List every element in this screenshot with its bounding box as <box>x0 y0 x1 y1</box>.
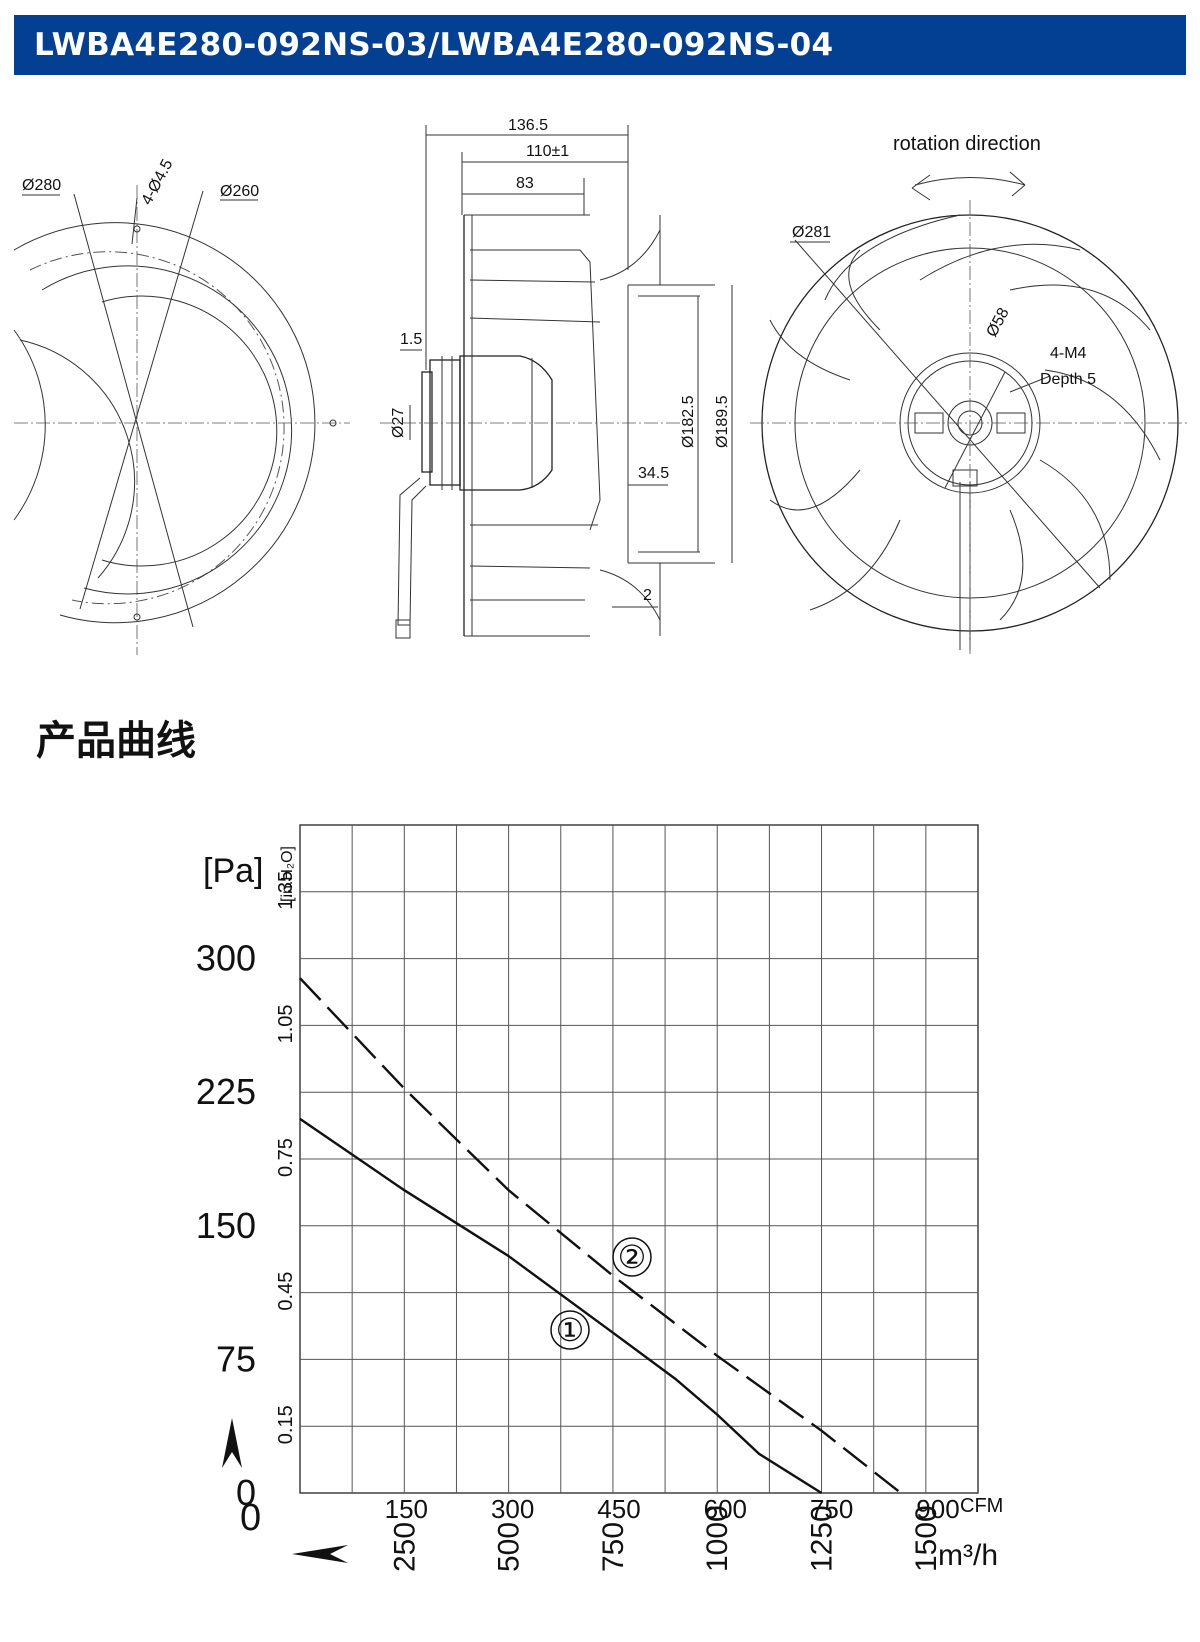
x-tick-label-m3h: 1000 <box>701 1505 734 1572</box>
series-label: ② <box>618 1239 647 1275</box>
series-line-2 <box>299 977 902 1494</box>
model-title: LWBA4E280-092NS-03/LWBA4E280-092NS-04 <box>34 27 834 63</box>
dim-2: 2 <box>643 587 652 604</box>
x-tick-label-cfm: 750 <box>810 1494 853 1524</box>
x-axis-arrow-icon <box>292 1545 348 1563</box>
y-axis-arrow-icon <box>222 1418 242 1468</box>
rotation-arrow-head-icon <box>911 174 931 201</box>
y2-axis-ticks: 1.35 1.05 0.75 0.45 0.15 <box>275 871 297 1444</box>
y2-axis-unit: [in.H₂O] <box>279 846 296 902</box>
rotation-arrow-icon <box>914 171 1026 197</box>
dim-1-5: 1.5 <box>400 331 422 348</box>
y2-tick-label: 0.75 <box>275 1138 297 1177</box>
dim-pitch-dia: Ø260 <box>220 183 259 200</box>
origin-label: 0 <box>240 1497 261 1539</box>
dim-136-5: 136.5 <box>508 117 548 134</box>
y-tick-label: 225 <box>196 1071 256 1112</box>
x-tick-label-cfm: 900 <box>916 1494 959 1524</box>
fan-blades <box>769 214 1161 621</box>
y-tick-label: 300 <box>196 938 256 979</box>
y-tick-label: 75 <box>216 1338 256 1379</box>
y-tick-label: 0 <box>236 1472 256 1513</box>
x-tick-label-m3h: 250 <box>388 1522 421 1572</box>
dim-182-5: Ø182.5 <box>680 395 697 448</box>
dim-fan-dia: Ø281 <box>792 224 831 241</box>
x-tick-label-m3h: 500 <box>493 1522 526 1572</box>
series-label: ① <box>556 1312 585 1348</box>
section-title: 产品曲线 <box>36 718 196 764</box>
dim-34-5: 34.5 <box>638 465 669 482</box>
x-tick-label-m3h: 1250 <box>806 1505 839 1572</box>
x-tick-label-cfm: 150 <box>385 1494 428 1524</box>
x-tick-label-cfm: 450 <box>597 1494 640 1524</box>
x-axis-unit-cfm: CFM <box>960 1495 1003 1517</box>
x-tick-label-cfm: 300 <box>491 1494 534 1524</box>
y2-tick-label: 0.45 <box>275 1272 297 1311</box>
technical-drawing: Ø280 Ø260 4-Ø4.5 136.5 110±1 83 <box>13 117 1190 655</box>
title-banner: LWBA4E280-092NS-03/LWBA4E280-092NS-04 <box>14 15 1186 75</box>
series-line-1 <box>299 1117 823 1495</box>
depth-label: Depth 5 <box>1040 371 1096 388</box>
x-tick-label-m3h: 1500 <box>910 1505 943 1572</box>
y2-tick-label: 1.05 <box>275 1004 297 1043</box>
dim-110: 110±1 <box>526 143 569 160</box>
side-view: 136.5 110±1 83 1.5 Ø27 <box>380 117 733 639</box>
y-tick-label: 150 <box>196 1205 256 1246</box>
y2-tick-label: 0.15 <box>275 1405 297 1444</box>
x-axis-ticks: 150 300 450 600 750 900 250 500 750 1000 1250 1500 0 <box>240 1494 960 1572</box>
dim-189-5: Ø189.5 <box>714 395 731 448</box>
thread-label: 4-M4 <box>1050 345 1087 362</box>
chart-grid <box>299 824 979 1494</box>
x-tick-label-cfm: 600 <box>704 1494 747 1524</box>
x-axis-unit-m3h: m³/h <box>938 1539 998 1572</box>
left-view: Ø280 Ø260 4-Ø4.5 <box>13 157 350 655</box>
y-axis-unit: [Pa] <box>203 852 263 890</box>
x-tick-label-m3h: 750 <box>597 1522 630 1572</box>
dim-outer-dia: Ø280 <box>22 177 61 194</box>
chart-curves: ①② <box>299 977 902 1495</box>
series-label-circle <box>550 1310 590 1350</box>
dim-83: 83 <box>516 175 534 192</box>
y2-tick-label: 1.35 <box>275 871 297 910</box>
rotation-label: rotation direction <box>893 133 1041 155</box>
series-label-circle <box>612 1237 652 1277</box>
y-axis-ticks: 300 225 150 75 0 <box>196 938 256 1513</box>
